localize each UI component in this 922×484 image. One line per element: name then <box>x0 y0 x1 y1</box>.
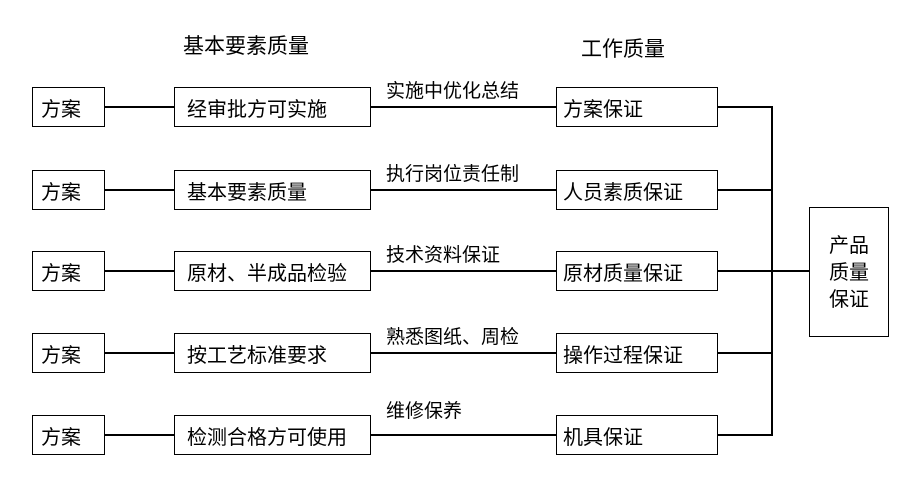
connector-line <box>371 434 556 436</box>
connector-line <box>105 189 174 191</box>
link-label-5: 维修保养 <box>386 400 463 422</box>
connector-line <box>371 106 556 108</box>
link-label-2: 执行岗位责任制 <box>386 163 520 185</box>
assurance-box-4: 操作过程保证 <box>556 333 718 373</box>
element-box-3: 原材、半成品检验 <box>174 251 371 291</box>
plan-box-4: 方案 <box>32 333 105 373</box>
result-line-2: 质量 <box>829 259 869 284</box>
header-basic-element-quality: 基本要素质量 <box>183 34 309 58</box>
connector-line <box>371 352 556 354</box>
bus-line <box>771 106 773 436</box>
connector-line <box>718 189 772 191</box>
link-label-3: 技术资料保证 <box>386 244 501 266</box>
connector-line <box>718 434 772 436</box>
result-line-1: 产品 <box>829 232 869 257</box>
connector-line <box>718 352 772 354</box>
link-label-4: 熟悉图纸、周检 <box>386 326 520 348</box>
connector-line <box>105 434 174 436</box>
assurance-box-1: 方案保证 <box>556 87 718 127</box>
plan-box-3: 方案 <box>32 251 105 291</box>
result-line-3: 保证 <box>829 286 869 311</box>
connector-line <box>105 106 174 108</box>
plan-box-5: 方案 <box>32 415 105 455</box>
connector-line <box>105 270 174 272</box>
plan-box-2: 方案 <box>32 170 105 210</box>
link-label-1: 实施中优化总结 <box>386 80 520 102</box>
header-work-quality: 工作质量 <box>581 37 665 61</box>
assurance-box-3: 原材质量保证 <box>556 251 718 291</box>
connector-line <box>105 352 174 354</box>
assurance-box-5: 机具保证 <box>556 415 718 455</box>
element-box-5: 检测合格方可使用 <box>174 415 371 455</box>
assurance-box-2: 人员素质保证 <box>556 170 718 210</box>
connector-line <box>718 270 809 272</box>
element-box-1: 经审批方可实施 <box>174 87 371 127</box>
plan-box-1: 方案 <box>32 87 105 127</box>
element-box-4: 按工艺标准要求 <box>174 333 371 373</box>
connector-line <box>718 106 772 108</box>
connector-line <box>371 189 556 191</box>
element-box-2: 基本要素质量 <box>174 170 371 210</box>
product-quality-assurance-box: 产品 质量 保证 <box>809 207 889 337</box>
connector-line <box>371 270 556 272</box>
